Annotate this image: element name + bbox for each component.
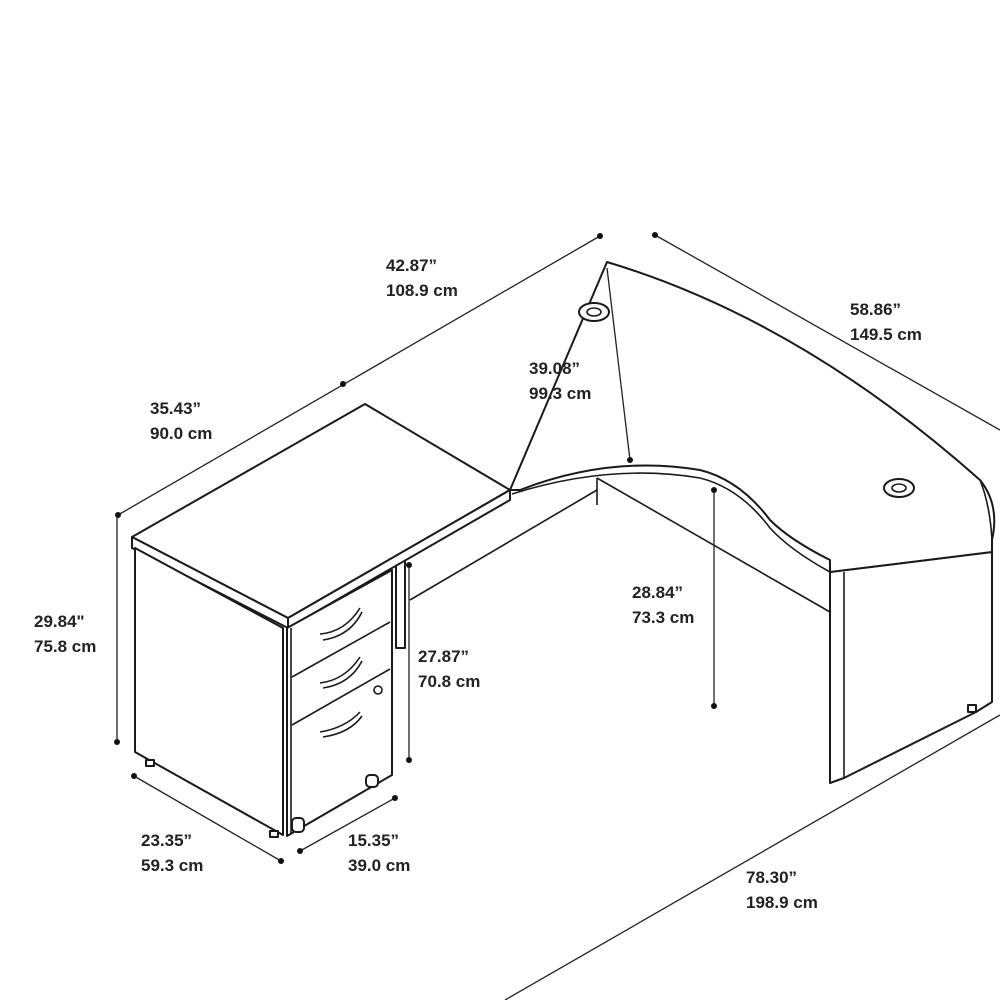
dimension-labels: 42.87” 108.9 cm 35.43” 90.0 cm 39.08” 99…	[34, 256, 922, 912]
corner-desktop	[509, 261, 996, 573]
total-height-in: 29.84"	[34, 612, 85, 631]
corner-depth-in: 39.08”	[529, 359, 580, 378]
grommet-icon	[578, 302, 610, 322]
drawer-handle-bottom	[319, 711, 363, 738]
glide	[269, 830, 279, 838]
pedestal-width-in: 15.35”	[348, 831, 399, 850]
overall-width-in: 78.30”	[746, 868, 797, 887]
return-total-width-cm: 108.9 cm	[386, 281, 458, 300]
dimension-lines	[114, 232, 1000, 1000]
right-width-cm: 149.5 cm	[850, 325, 922, 344]
overall-width-cm: 198.9 cm	[746, 893, 818, 912]
return-width-cm: 90.0 cm	[150, 424, 212, 443]
lock-icon	[373, 685, 383, 695]
glide	[967, 704, 977, 713]
pedestal-depth-cm: 59.3 cm	[141, 856, 203, 875]
caster	[291, 817, 305, 833]
pedestal-width-cm: 39.0 cm	[348, 856, 410, 875]
pedestal-height-in: 27.87”	[418, 647, 469, 666]
corner-depth-cm: 99.3 cm	[529, 384, 591, 403]
pedestal-side	[134, 547, 284, 836]
pedestal-depth-in: 23.35”	[141, 831, 192, 850]
grommet-icon	[883, 478, 915, 498]
right-width-in: 58.86”	[850, 300, 901, 319]
total-height-cm: 75.8 cm	[34, 637, 96, 656]
drawer-handle-middle	[319, 656, 363, 689]
pedestal-height-cm: 70.8 cm	[418, 672, 480, 691]
desk-illustration	[131, 261, 996, 838]
drawer-handle-top	[319, 607, 363, 641]
right-leg-panel	[829, 551, 993, 784]
return-total-width-in: 42.87”	[386, 256, 437, 275]
caster	[365, 774, 379, 788]
return-width-in: 35.43”	[150, 399, 201, 418]
knee-height-in: 28.84”	[632, 583, 683, 602]
return-support-leg	[395, 557, 406, 649]
glide	[145, 759, 155, 767]
knee-height-cm: 73.3 cm	[632, 608, 694, 627]
